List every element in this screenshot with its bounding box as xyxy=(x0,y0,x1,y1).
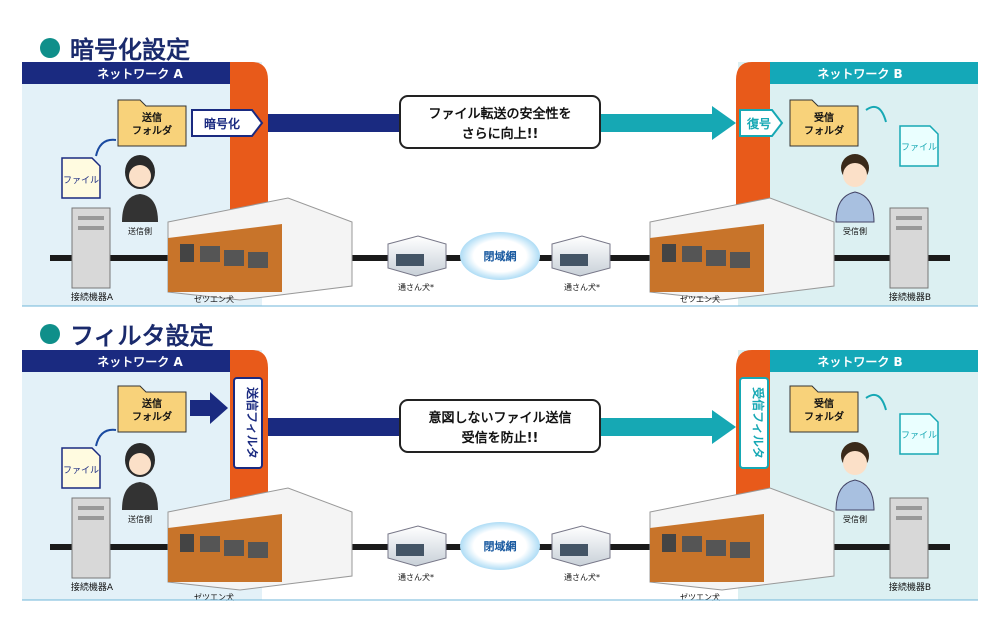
server-icon xyxy=(71,207,111,289)
folder-icon xyxy=(117,385,187,433)
device-b-label: 接続機器B xyxy=(889,291,931,303)
zetsuen-right-label: ゼツエン犬 xyxy=(680,592,720,602)
tsusan-device-icon xyxy=(551,525,611,567)
send-filter-label: 送信フィルタ xyxy=(245,386,260,459)
section-encryption: ネットワーク A ネットワーク B ファイル転送の安全性を さらに向上!! 暗号… xyxy=(22,62,978,307)
server-icon xyxy=(71,497,111,579)
network-b-label: ネットワーク B xyxy=(817,67,902,81)
closed-network-cloud-icon xyxy=(460,232,540,280)
tsusan-left-label: 通さん犬* xyxy=(398,572,434,582)
send-folder-line-2: フォルダ xyxy=(132,410,172,423)
network-a-label: ネットワーク A xyxy=(97,355,183,369)
message-line-1: 意図しないファイル送信 xyxy=(428,410,571,426)
receiver-person-icon xyxy=(835,442,875,511)
sender-person-icon xyxy=(122,443,158,510)
bullet-icon xyxy=(40,323,60,344)
section-title-encryption: 暗号化設定 xyxy=(40,30,190,65)
folder-icon xyxy=(789,385,859,433)
zetsuen-device-icon xyxy=(167,487,353,591)
section-title-filter: フィルタ設定 xyxy=(40,316,214,351)
message-box xyxy=(399,399,601,453)
curl-arrow-icon xyxy=(95,138,117,157)
file-left-label: ファイル xyxy=(63,466,99,476)
arrow-teal xyxy=(582,418,712,436)
arrow-navy xyxy=(268,114,418,132)
network-b-label: ネットワーク B xyxy=(817,355,902,369)
recv-folder-line-2: フォルダ xyxy=(804,124,844,137)
closed-net-label: 閉域網 xyxy=(484,539,517,553)
tsusan-device-icon xyxy=(551,235,611,277)
tsusan-left-label: 通さん犬* xyxy=(398,282,434,292)
receiver-person-icon xyxy=(835,154,875,223)
device-a-label: 接続機器A xyxy=(71,291,114,303)
file-left-label: ファイル xyxy=(63,176,99,186)
device-b-label: 接続機器B xyxy=(889,581,931,593)
arrow-navy-small xyxy=(190,392,228,424)
network-a-label: ネットワーク A xyxy=(97,67,183,81)
encrypt-box xyxy=(191,109,264,137)
orange-band-right xyxy=(736,62,770,215)
device-a-label: 接続機器A xyxy=(71,581,114,593)
receiver-label: 受信側 xyxy=(843,226,867,236)
message-line-2: さらに向上!! xyxy=(462,126,539,142)
file-icon xyxy=(899,125,939,167)
curl-arrow-icon xyxy=(865,106,887,123)
tsusan-device-icon xyxy=(387,525,447,567)
send-folder-line-1: 送信 xyxy=(141,111,162,124)
sender-person-icon xyxy=(122,155,158,222)
tsusan-right-label: 通さん犬* xyxy=(564,282,600,292)
folder-icon xyxy=(117,99,187,147)
file-icon xyxy=(61,157,101,199)
message-line-2: 受信を防止!! xyxy=(462,430,539,446)
tsusan-device-icon xyxy=(387,235,447,277)
network-b-header xyxy=(770,350,978,372)
closed-net-label: 閉域網 xyxy=(484,249,517,263)
recv-folder-line-1: 受信 xyxy=(814,111,834,124)
orange-band-left xyxy=(230,62,268,215)
file-right-label: ファイル xyxy=(901,431,937,441)
tsusan-right-label: 通さん犬* xyxy=(564,572,600,582)
server-icon xyxy=(889,497,929,579)
file-right-label: ファイル xyxy=(901,143,937,153)
arrow-teal-head xyxy=(712,106,736,140)
zetsuen-device-icon xyxy=(167,197,353,301)
section-filter: ネットワーク A ネットワーク B 意図しないファイル送信 受信を防止!! 送信… xyxy=(22,350,978,602)
recv-folder-line-1: 受信 xyxy=(814,397,834,410)
sender-label: 送信側 xyxy=(128,514,152,524)
encrypt-label: 暗号化 xyxy=(204,116,240,131)
send-folder-line-1: 送信 xyxy=(141,397,162,410)
zetsuen-right-label: ゼツエン犬 xyxy=(680,294,720,304)
curl-arrow-icon xyxy=(95,428,117,447)
receiver-label: 受信側 xyxy=(843,514,867,524)
bullet-icon xyxy=(40,37,60,58)
message-line-1: ファイル転送の安全性を xyxy=(428,106,571,122)
zetsuen-left-label: ゼツエン犬 xyxy=(194,592,234,602)
network-b-header xyxy=(770,62,978,84)
decrypt-box xyxy=(739,109,784,137)
file-icon xyxy=(61,447,101,489)
zetsuen-device-icon xyxy=(649,197,835,301)
network-a-header xyxy=(22,62,252,84)
server-icon xyxy=(889,207,929,289)
network-a-header xyxy=(22,350,252,372)
folder-icon xyxy=(789,99,859,147)
recv-folder-line-2: フォルダ xyxy=(804,410,844,423)
send-folder-line-2: フォルダ xyxy=(132,124,172,137)
send-filter-box xyxy=(233,377,263,469)
zetsuen-left-label: ゼツエン犬 xyxy=(194,294,234,304)
message-box xyxy=(399,95,601,149)
arrow-navy xyxy=(268,418,418,436)
sender-label: 送信側 xyxy=(128,226,152,236)
closed-network-cloud-icon xyxy=(460,522,540,570)
recv-filter-box xyxy=(739,377,769,469)
arrow-teal xyxy=(582,114,712,132)
arrow-teal-head xyxy=(712,410,736,444)
decrypt-label: 復号 xyxy=(746,116,771,131)
recv-filter-label: 受信フィルタ xyxy=(751,387,766,459)
zetsuen-device-icon xyxy=(649,487,835,591)
file-icon xyxy=(899,413,939,455)
curl-arrow-icon xyxy=(865,394,887,411)
